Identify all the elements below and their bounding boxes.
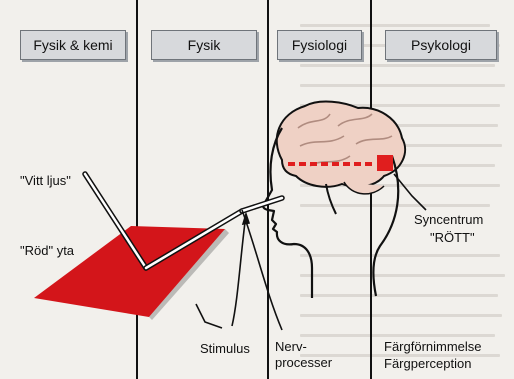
label-processer: processer xyxy=(275,356,332,371)
label-vitt-ljus: "Vitt ljus" xyxy=(20,174,71,189)
label-fargperception: Färgperception xyxy=(384,357,471,372)
label-rott: "RÖTT" xyxy=(430,231,475,246)
label-syncentrum: Syncentrum xyxy=(414,213,483,228)
brain xyxy=(277,102,405,187)
header-fysik: Fysik xyxy=(151,30,257,60)
label-nerv: Nerv- xyxy=(275,340,307,355)
header-psykologi: Psykologi xyxy=(385,30,497,60)
label-rod-yta: "Röd" yta xyxy=(20,244,74,259)
visual-center xyxy=(377,155,393,171)
label-stimulus: Stimulus xyxy=(200,342,250,357)
header-fysik-kemi: Fysik & kemi xyxy=(20,30,126,60)
header-fysiologi: Fysiologi xyxy=(277,30,362,60)
pointer-lines xyxy=(196,174,426,330)
label-fargfornimmelse: Färgförnimmelse xyxy=(384,340,482,355)
